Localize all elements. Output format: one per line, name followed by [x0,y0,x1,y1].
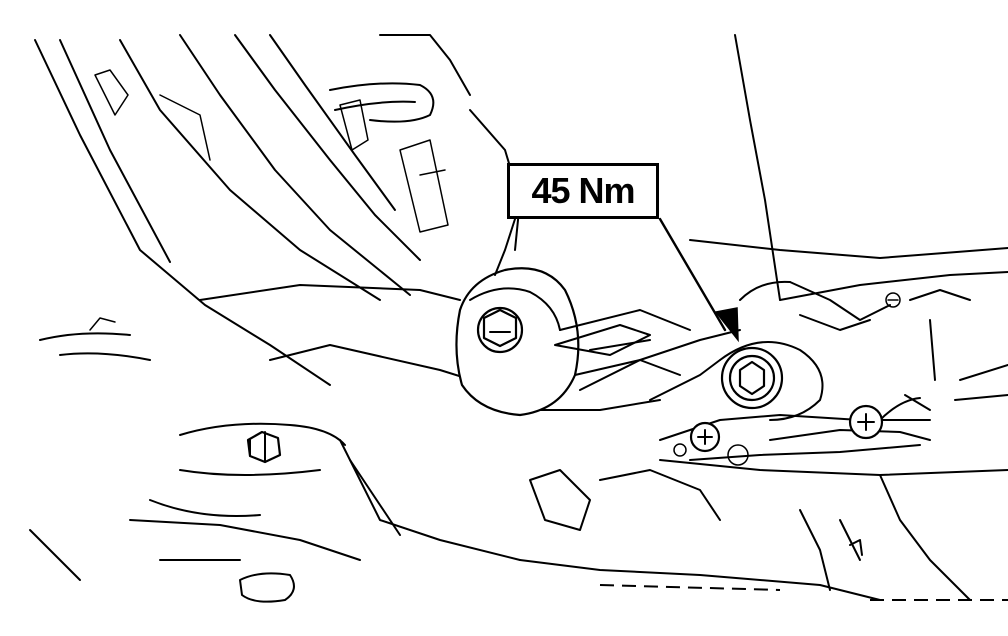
small-fastener-right [885,292,901,308]
torque-callout-label: 45 Nm [507,163,659,219]
bracket-assembly [649,341,1008,476]
arrow-head [714,307,739,343]
hose-assembly [329,82,521,251]
leader-line [494,217,739,343]
lower-body-lines [29,469,1008,603]
left-mount [39,317,521,561]
subframe-body [199,239,1008,401]
arm-bolt [476,306,524,354]
torque-target-bolt [720,346,784,410]
background-frame-lines [34,34,781,386]
phillips-screws [673,404,884,466]
